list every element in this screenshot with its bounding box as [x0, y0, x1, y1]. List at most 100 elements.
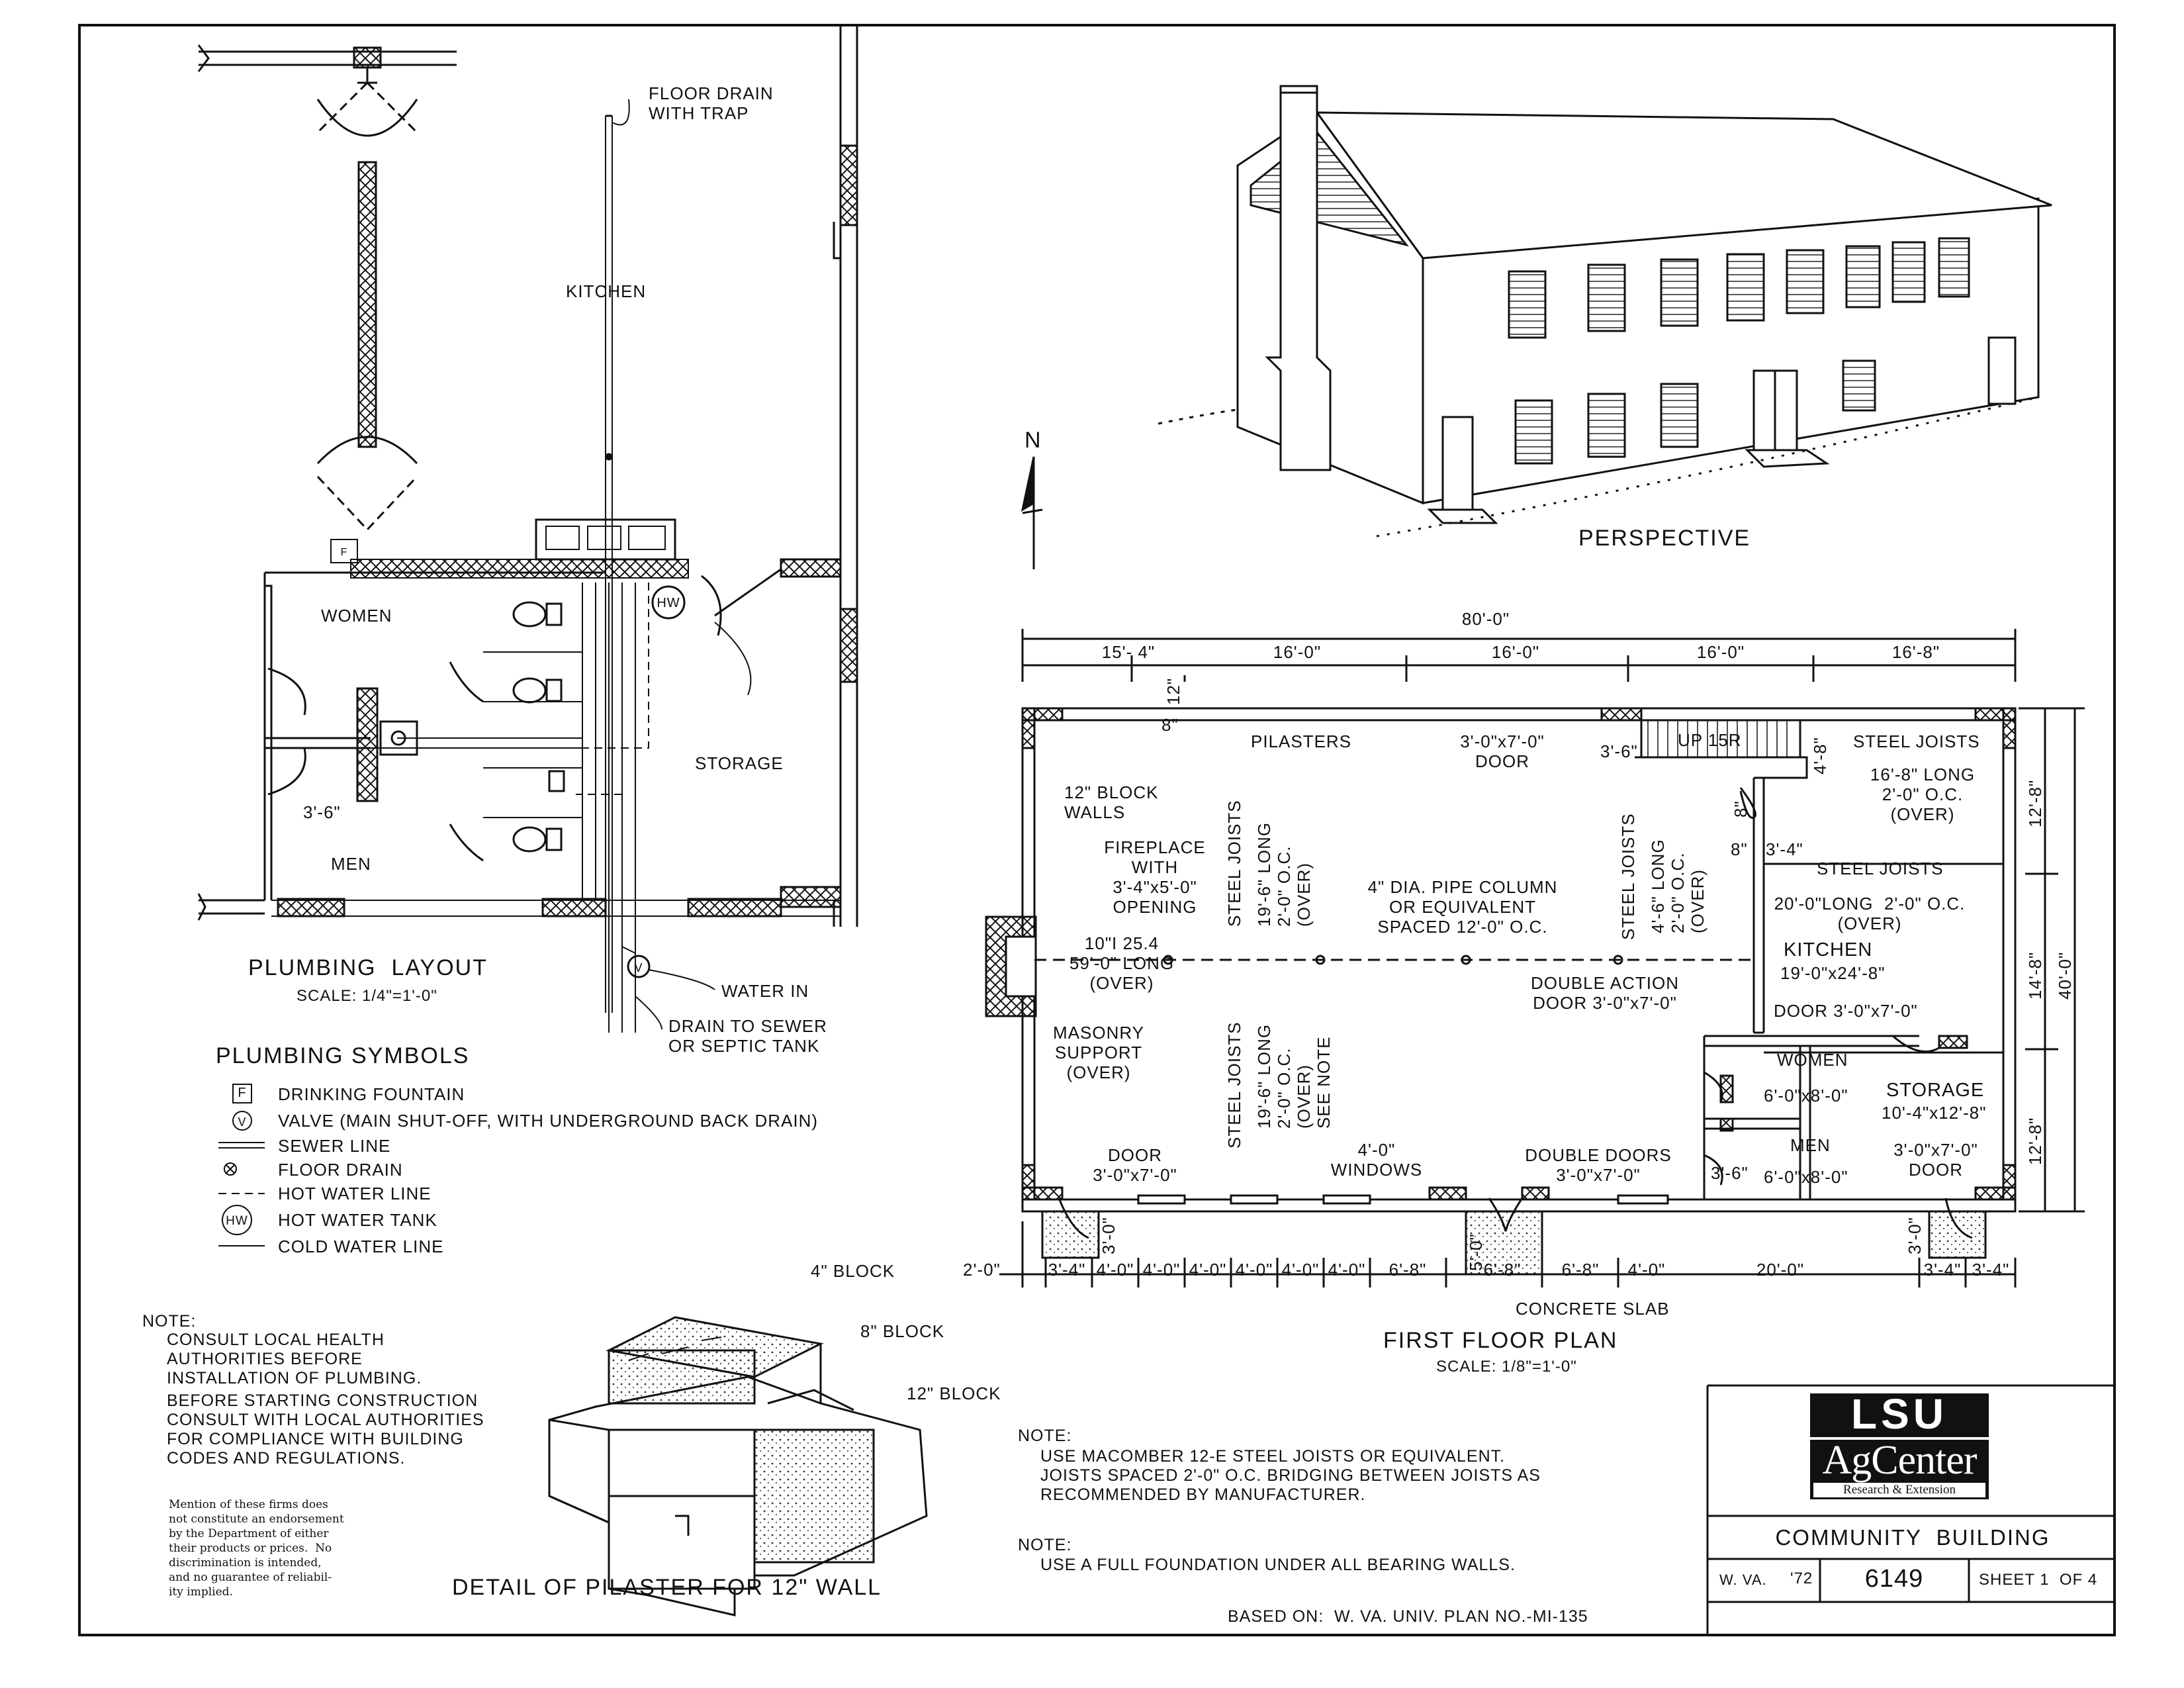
steel-joists-label-1: STEEL JOISTS [1853, 731, 1980, 751]
bottom-dim-6: 4'-0" [1281, 1260, 1320, 1280]
dim-3-4: 3'-4" [1766, 839, 1803, 859]
pilaster-detail-title: DETAIL OF PILASTER FOR 12" WALL [452, 1575, 882, 1600]
pilaster-detail-drawing [548, 1316, 928, 1617]
plan-room-storage: STORAGE [1886, 1080, 1985, 1101]
stoop-dim-3-0-right: 3'-0" [1905, 1217, 1925, 1254]
steel-joists-label-2: STEEL JOISTS [1817, 859, 1944, 878]
floor-drain-callout: FLOOR DRAIN WITH TRAP [649, 83, 774, 123]
block-walls-label: 12" BLOCK WALLS [1064, 782, 1159, 822]
joist-note-text: USE MACOMBER 12-E STEEL JOISTS OR EQUIVA… [1040, 1447, 1541, 1504]
pipe-column-label: 4" DIA. PIPE COLUMN OR EQUIVALENT SPACED… [1367, 877, 1558, 937]
title-block-lines [1706, 1384, 2115, 1635]
bottom-dim-2: 4'-0" [1096, 1260, 1134, 1280]
foundation-note-text: USE A FULL FOUNDATION UNDER ALL BEARING … [1040, 1556, 1516, 1574]
plan-dim-3-6: 3'-6" [1711, 1163, 1749, 1183]
room-label-women: WOMEN [321, 606, 392, 626]
plumbing-layout-drawing [197, 25, 858, 1033]
plan-men-dimensions: 6'-0"x8'-0" [1764, 1167, 1848, 1187]
plumbing-note-2: BEFORE STARTING CONSTRUCTION CONSULT WIT… [167, 1391, 484, 1468]
right-dim-overall: 40'-0" [2055, 951, 2075, 1000]
drawing-title-community-building: COMMUNITY BUILDING [1775, 1525, 2050, 1550]
fireplace-label: FIREPLACE WITH 3'-4"x5'-0" OPENING [1104, 837, 1206, 917]
top-door-label: 3'-0"x7'-0" DOOR [1460, 731, 1545, 771]
stair-dim-4-8: 4'-8" [1810, 737, 1830, 774]
symbol-label-hot-water-tank: HOT WATER TANK [278, 1210, 437, 1230]
stair-dim-3-6: 3'-6" [1600, 741, 1638, 761]
steel-joists-vertical-3: STEEL JOISTS [1224, 1021, 1244, 1149]
plan-room-men: MEN [1790, 1135, 1831, 1155]
bottom-dim-11: 4'-0" [1627, 1260, 1666, 1280]
double-action-door-label: DOUBLE ACTION DOOR 3'-0"x7'-0" [1531, 973, 1679, 1013]
based-on-text: BASED ON: W. VA. UNIV. PLAN NO.-MI-135 [1228, 1607, 1588, 1626]
plan-room-kitchen: KITCHEN [1784, 939, 1873, 961]
titleblock-state: W. VA. [1719, 1571, 1767, 1588]
dim-12: 12" [1163, 677, 1183, 705]
steel-joists-spec-1: 16'-8" LONG 2'-0" O.C. (OVER) [1870, 765, 1976, 824]
pilaster-label-8-block: 8" BLOCK [860, 1321, 945, 1341]
bottom-dim-14: 3'-4" [1972, 1260, 2010, 1280]
plan-storage-dimensions: 10'-4"x12'-8" [1882, 1103, 1987, 1123]
floor-plan-drawing [985, 629, 2085, 1288]
top-dimension-2: 16'-0" [1273, 642, 1322, 662]
front-door-label: DOOR 3'-0"x7'-0" [1093, 1145, 1177, 1185]
steel-joists-vertical-2-spec: 4'-6" LONG 2'-0" O.C. (OVER) [1648, 839, 1707, 933]
symbol-label-floor-drain: FLOOR DRAIN [278, 1160, 403, 1180]
disclaimer-text: Mention of these firms does not constitu… [169, 1498, 344, 1599]
plumbing-note-heading: NOTE: [142, 1312, 197, 1331]
top-dimension-3: 16'-0" [1491, 642, 1540, 662]
symbol-label-cold-water-line: COLD WATER LINE [278, 1237, 444, 1256]
plumbing-layout-title: PLUMBING LAYOUT [248, 955, 488, 980]
dimension-3-6: 3'-6" [303, 802, 341, 822]
bottom-dim-8: 6'-8" [1388, 1260, 1427, 1280]
overall-width-dimension: 80'-0" [1461, 609, 1510, 629]
symbol-glyph-valve: V [238, 1115, 247, 1129]
pilasters-label: PILASTERS [1251, 731, 1352, 751]
bottom-dim-13: 3'-4" [1923, 1260, 1962, 1280]
steel-joists-spec-2: 20'-0"LONG 2'-0" O.C. (OVER) [1774, 894, 1966, 933]
bottom-dim-10: 6'-8" [1561, 1260, 1600, 1280]
stair-label: UP 15R [1678, 730, 1742, 750]
slab-dim-5-0: 5'-0" [1466, 1233, 1486, 1271]
masonry-support-label: MASONRY SUPPORT (OVER) [1053, 1023, 1144, 1082]
kitchen-door-label: DOOR 3'-0"x7'-0" [1774, 1001, 1918, 1021]
titleblock-plan-number: 6149 [1864, 1565, 1924, 1593]
bottom-dim-4: 4'-0" [1189, 1260, 1227, 1280]
plan-women-dimensions: 6'-0"x8'-0" [1764, 1086, 1848, 1105]
room-label-kitchen: KITCHEN [566, 281, 647, 301]
symbol-glyph-fountain: F [238, 1086, 247, 1100]
bottom-dim-5: 4'-0" [1235, 1260, 1273, 1280]
hot-water-tank-label: HW [657, 596, 680, 610]
water-in-callout: WATER IN [721, 981, 809, 1001]
plumbing-layout-scale: SCALE: 1/4"=1'-0" [296, 987, 437, 1005]
plan-kitchen-dimensions: 19'-0"x24'-8" [1780, 963, 1886, 983]
dim-8-b: 8" [1731, 800, 1751, 818]
right-dim-bottom: 12'-8" [2025, 1117, 2045, 1165]
bottom-dim-3: 4'-0" [1142, 1260, 1181, 1280]
steel-joists-vertical-2: STEEL JOISTS [1618, 813, 1638, 940]
beam-label: 10"I 25.4 59'-0" LONG (OVER) [1069, 933, 1175, 993]
double-doors-label: DOUBLE DOORS 3'-0"x7'-0" [1525, 1145, 1672, 1185]
foundation-note-heading: NOTE: [1018, 1536, 1072, 1554]
dim-8-c: 8" [1731, 839, 1748, 859]
plumbing-symbols-title: PLUMBING SYMBOLS [216, 1043, 470, 1068]
symbol-label-sewer: SEWER LINE [278, 1136, 391, 1156]
top-dimension-5: 16'-8" [1891, 642, 1940, 662]
drinking-fountain-label: F [340, 547, 348, 558]
symbol-label-valve: VALVE (MAIN SHUT-OFF, WITH UNDERGROUND B… [278, 1111, 819, 1131]
bottom-dim-7: 4'-0" [1328, 1260, 1366, 1280]
bottom-dim-1: 3'-4" [1048, 1260, 1086, 1280]
lsu-logo-text: LSU [1851, 1390, 1948, 1438]
floor-plan-scale: SCALE: 1/8"=1'-0" [1436, 1358, 1577, 1376]
north-arrow [1021, 456, 1043, 569]
floor-plan-title: FIRST FLOOR PLAN [1383, 1328, 1618, 1353]
perspective-title: PERSPECTIVE [1578, 526, 1751, 551]
plumbing-symbols-glyphs [218, 1084, 265, 1246]
stoop-dim-3-0-left: 3'-0" [1099, 1217, 1118, 1254]
dim-8-a: 8" [1161, 715, 1179, 735]
titleblock-sheet-number: SHEET 1 OF 4 [1979, 1571, 2098, 1589]
storage-door-label: 3'-0"x7'-0" DOOR [1893, 1140, 1978, 1180]
perspective-drawing [1158, 85, 2052, 538]
plumbing-note-1: CONSULT LOCAL HEALTH AUTHORITIES BEFORE … [167, 1331, 422, 1387]
